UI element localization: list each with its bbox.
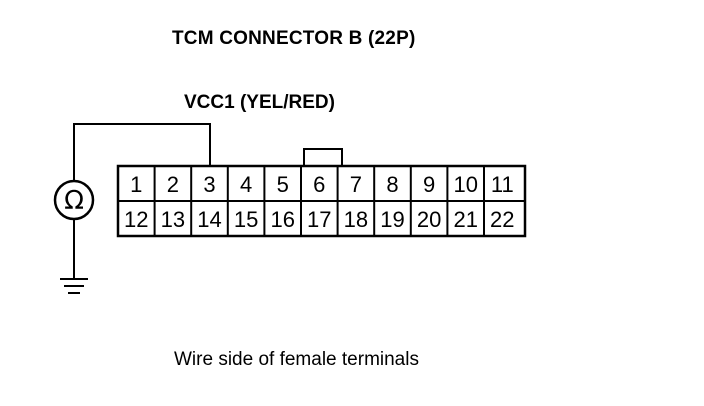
terminal-16: 16 [270,207,294,232]
terminal-20: 20 [417,207,441,232]
ohmmeter-icon [53,179,95,221]
terminal-17: 17 [307,207,331,232]
terminal-22: 22 [490,207,514,232]
ground-icon [60,278,88,294]
terminal-3: 3 [203,172,215,197]
terminal-9: 9 [423,172,435,197]
terminal-1: 1 [130,172,142,197]
terminal-8: 8 [386,172,398,197]
terminal-2: 2 [167,172,179,197]
diagram-title: TCM CONNECTOR B (22P) [172,28,416,49]
wire-label: VCC1 (YEL/RED) [184,92,335,113]
terminal-12: 12 [124,207,148,232]
terminal-21: 21 [453,207,477,232]
terminal-15: 15 [234,207,258,232]
terminal-4: 4 [240,172,252,197]
terminal-10: 10 [453,172,477,197]
terminal-7: 7 [350,172,362,197]
terminal-14: 14 [197,207,221,232]
terminal-6: 6 [313,172,325,197]
terminal-11: 11 [491,172,514,197]
terminal-13: 13 [161,207,185,232]
test-lead-wire [73,123,211,181]
caption: Wire side of female terminals [174,349,419,370]
terminal-19: 19 [380,207,404,232]
terminal-5: 5 [277,172,289,197]
terminal-18: 18 [344,207,368,232]
ohm-symbol: Ω [64,186,84,216]
connector-lock-tab [303,148,343,167]
